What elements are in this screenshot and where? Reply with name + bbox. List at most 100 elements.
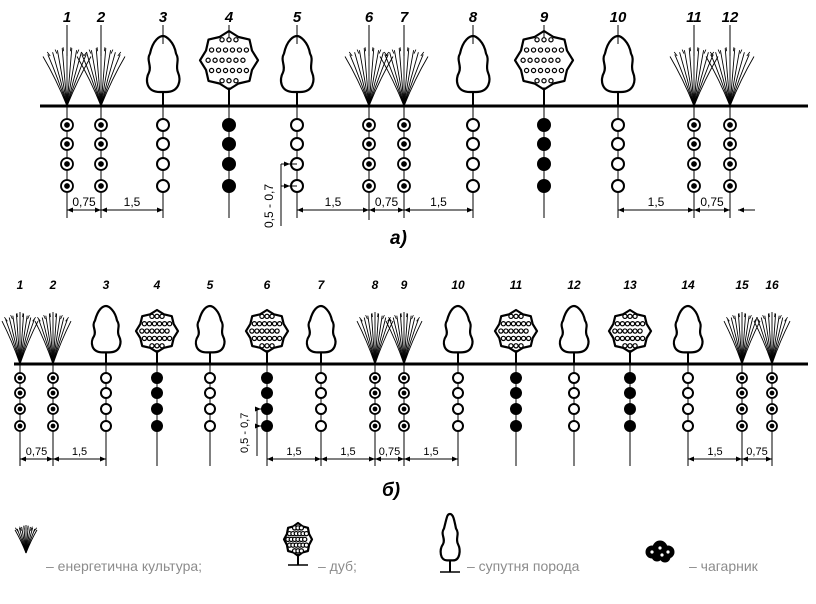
planting-point: [222, 118, 236, 132]
planting-point: [204, 420, 216, 432]
plant-number: 11: [686, 9, 702, 26]
planting-point: [290, 137, 304, 151]
plant-12-companion-tree: [558, 304, 590, 364]
planting-point: [362, 179, 376, 193]
planting-point: [222, 137, 236, 151]
plant-number: 6: [264, 278, 271, 292]
planting-point: [100, 372, 112, 384]
planting-point: [736, 403, 748, 415]
plant-number: 5: [293, 9, 302, 26]
plant-number: 4: [224, 9, 234, 26]
planting-point: [204, 372, 216, 384]
planting-point: [156, 179, 170, 193]
planting-point: [222, 179, 236, 193]
planting-point: [14, 387, 26, 399]
plant-6-oak: [244, 308, 290, 364]
planting-point: [369, 420, 381, 432]
planting-point: [315, 372, 327, 384]
plant-number: 12: [567, 278, 581, 292]
spacing-dimension: 0,75: [20, 446, 53, 462]
plant-number: 2: [96, 9, 106, 26]
planting-point: [736, 372, 748, 384]
planting-point: [723, 179, 737, 193]
planting-point: [151, 387, 163, 399]
planting-point: [452, 372, 464, 384]
planting-point: [397, 157, 411, 171]
spacing-label: 1,5: [72, 446, 87, 458]
planting-point: [510, 372, 522, 384]
legend-label-energy-crop: – енергетична культура;: [46, 558, 202, 574]
planting-point: [568, 420, 580, 432]
planting-point: [369, 387, 381, 399]
planting-point: [398, 387, 410, 399]
planting-point: [397, 137, 411, 151]
planting-point: [452, 420, 464, 432]
planting-point: [611, 179, 625, 193]
planting-point: [60, 118, 74, 132]
spacing-label: 0,75: [26, 446, 47, 458]
planting-point: [315, 387, 327, 399]
spacing-dimension: 1,5: [53, 446, 106, 462]
planting-point: [369, 403, 381, 415]
spacing-dimension: 1,5: [618, 195, 694, 213]
energy-crop-icon: [14, 525, 38, 554]
plant-11-oak: [493, 308, 539, 364]
spacing-label: 0,75: [375, 195, 399, 209]
planting-point: [687, 157, 701, 171]
plant-number: 11: [510, 278, 523, 292]
planting-point: [723, 157, 737, 171]
planting-point: [766, 387, 778, 399]
plant-10-companion-tree: [442, 304, 474, 364]
plant-6-energy-crop: [344, 46, 394, 107]
spacing-dimension: 0,75: [375, 446, 404, 462]
planting-point: [452, 403, 464, 415]
planting-point: [624, 387, 636, 399]
planting-point: [537, 157, 551, 171]
spacing-dimension: 1,5: [321, 446, 375, 462]
planting-point: [14, 403, 26, 415]
plant-number: 9: [401, 278, 408, 292]
planting-point: [398, 420, 410, 432]
plant-14-companion-tree: [672, 304, 704, 364]
planting-point: [151, 420, 163, 432]
plant-number: 14: [681, 278, 695, 292]
plant-9-oak: [513, 29, 575, 106]
planting-point: [60, 137, 74, 151]
planting-point: [94, 137, 108, 151]
planting-point: [723, 137, 737, 151]
planting-point: [537, 137, 551, 151]
legend-label-shrub: – чагарник: [689, 558, 759, 574]
planting-point: [47, 387, 59, 399]
planting-point: [537, 179, 551, 193]
legend-label-companion-tree: – супутня порода: [467, 558, 580, 574]
planting-point: [398, 372, 410, 384]
planting-point: [100, 403, 112, 415]
plant-15-energy-crop: [723, 312, 761, 365]
caption-a: а): [390, 228, 407, 249]
planting-point: [766, 420, 778, 432]
planting-point: [222, 157, 236, 171]
planting-point: [14, 372, 26, 384]
shrub-icon: [645, 540, 675, 563]
planting-point: [723, 118, 737, 132]
plant-16-energy-crop: [753, 312, 791, 365]
spacing-label: 0,75: [72, 195, 96, 209]
planting-point: [156, 118, 170, 132]
legend: – енергетична культура; – дуб; – супутня…: [14, 512, 759, 574]
plant-1-energy-crop: [42, 46, 92, 107]
planting-point: [624, 420, 636, 432]
planting-point: [47, 403, 59, 415]
planting-point: [204, 387, 216, 399]
spacing-label: 1,5: [423, 446, 438, 458]
spacing-dimension: 0,75: [742, 446, 772, 462]
planting-point: [466, 157, 480, 171]
spacing-label: 0,75: [700, 195, 724, 209]
plant-8-companion-tree: [455, 34, 491, 106]
planting-point: [510, 387, 522, 399]
planting-point: [94, 118, 108, 132]
plant-number: 7: [400, 9, 409, 26]
